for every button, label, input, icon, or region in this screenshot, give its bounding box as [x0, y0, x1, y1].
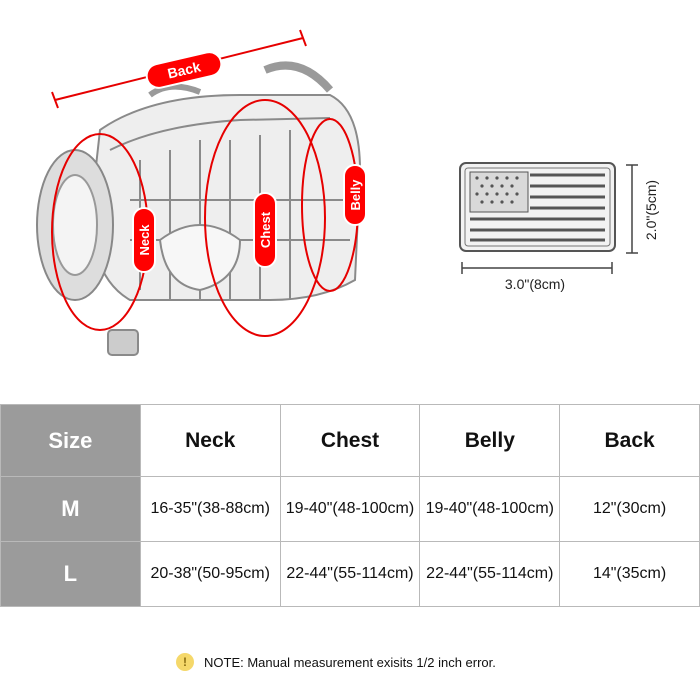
header-chest: Chest: [279, 404, 421, 477]
back-tag-label: Back: [166, 58, 202, 81]
patch-width-dimension: [461, 262, 613, 274]
back-tag: Back: [145, 51, 223, 89]
info-icon: !: [176, 653, 194, 671]
harness-measurement-diagram: Back Neck Chest Belly: [36, 29, 659, 356]
neck-tag-label: Neck: [137, 224, 152, 256]
back-value: 14"(35cm): [559, 541, 700, 607]
size-label: L: [0, 541, 141, 607]
measurement-note: ! NOTE: Manual measurement exisits 1/2 i…: [176, 651, 496, 673]
table-header-row: Size Neck Chest Belly Back: [0, 404, 700, 477]
size-chart-table: Size Neck Chest Belly Back M 16-35"(38-8…: [0, 404, 700, 607]
belly-tag: Belly: [343, 164, 367, 226]
flag-patch: [459, 162, 616, 252]
chest-tag-label: Chest: [258, 211, 273, 248]
neck-value: 16-35"(38-88cm): [139, 476, 281, 542]
belly-value: 22-44"(55-114cm): [419, 541, 561, 607]
patch-height-dimension: [626, 164, 638, 254]
table-row: L 20-38"(50-95cm) 22-44"(55-114cm) 22-44…: [0, 541, 700, 607]
size-label: M: [0, 476, 141, 542]
neck-value: 20-38"(50-95cm): [139, 541, 281, 607]
patch-width-label: 3.0"(8cm): [505, 276, 565, 292]
patch-height-label: 2.0"(5cm): [643, 180, 659, 240]
chest-tag: Chest: [253, 192, 277, 268]
chest-value: 19-40"(48-100cm): [279, 476, 421, 542]
table-row: M 16-35"(38-88cm) 19-40"(48-100cm) 19-40…: [0, 476, 700, 542]
chest-value: 22-44"(55-114cm): [279, 541, 421, 607]
back-value: 12"(30cm): [559, 476, 700, 542]
chest-measure-ring: [204, 99, 326, 337]
header-belly: Belly: [419, 404, 561, 477]
neck-tag: Neck: [132, 207, 156, 273]
harness-illustration: [36, 61, 362, 356]
note-text: NOTE: Manual measurement exisits 1/2 inc…: [204, 654, 496, 670]
header-back: Back: [559, 404, 700, 477]
belly-value: 19-40"(48-100cm): [419, 476, 561, 542]
header-neck: Neck: [139, 404, 281, 477]
belly-tag-label: Belly: [348, 179, 363, 211]
header-size: Size: [0, 404, 141, 477]
